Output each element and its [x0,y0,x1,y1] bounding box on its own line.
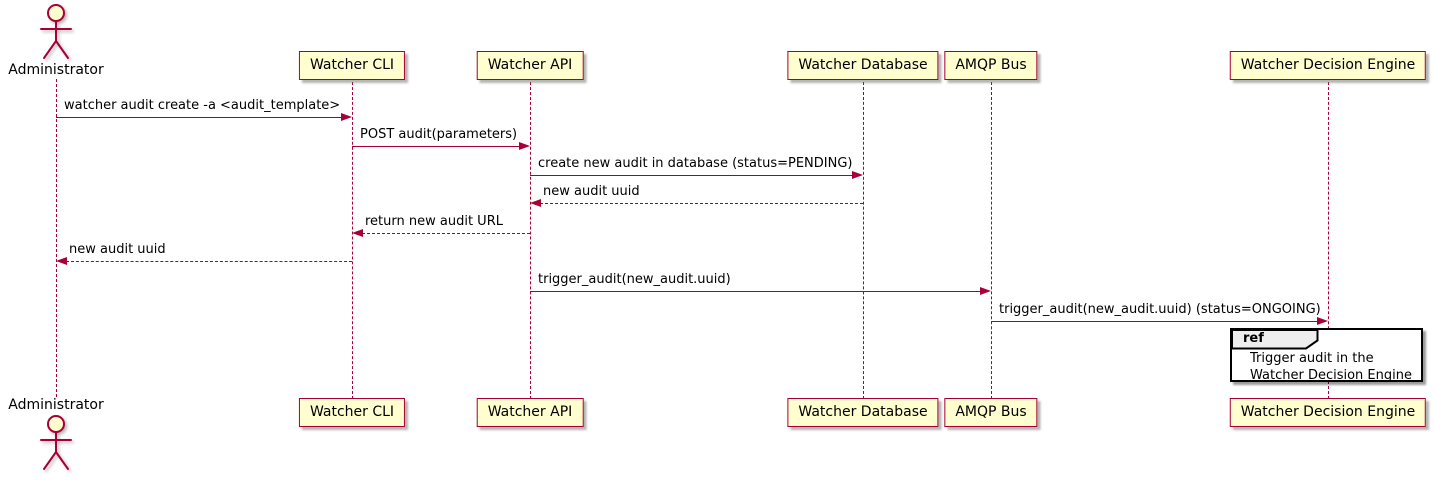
message-6-label: new audit uuid [69,242,166,257]
message-4-arrowhead-icon [530,199,541,207]
message-4-label: new audit uuid [543,184,640,199]
participant-box-watcher-cli-top: Watcher CLI [298,51,406,80]
actor-label-administrator-top: Administrator [8,62,104,78]
participant-box-watcher-database-top: Watcher Database [787,51,939,80]
ref-fragment: ref Trigger audit in the Watcher Decisio… [1230,328,1423,384]
message-1-arrowhead-icon [341,113,352,121]
participant-box-watcher-decision-engine-top: Watcher Decision Engine [1229,51,1427,80]
lifeline-watcher-cli [351,82,353,399]
participant-box-watcher-database-bottom: Watcher Database [787,398,939,427]
message-2-label: POST audit(parameters) [360,127,518,142]
lifeline-watcher-api [529,82,531,399]
message-5-arrowhead-icon [352,229,363,237]
message-2-line [352,146,520,147]
actor-label-administrator-bottom: Administrator [8,397,104,413]
message-8-arrowhead-icon [1317,317,1328,325]
participant-box-watcher-cli-bottom: Watcher CLI [298,398,406,427]
ref-tab-pentagon-icon [1231,329,1319,350]
participant-box-amqp-bus-top: AMQP Bus [944,51,1038,80]
ref-fragment-line: Watcher Decision Engine [1250,368,1412,383]
message-5-label: return new audit URL [365,214,503,229]
message-6-arrowhead-icon [56,257,67,265]
message-3-line [530,175,853,176]
message-7-arrowhead-icon [980,287,991,295]
actor-figure-administrator-top [31,3,81,67]
message-1-line [56,117,342,118]
message-3-label: create new audit in database (status=PEN… [538,156,853,171]
participant-box-amqp-bus-bottom: AMQP Bus [944,398,1038,427]
ref-keyword: ref [1243,331,1264,346]
message-7-label: trigger_audit(new_audit.uuid) [538,272,731,287]
lifeline-watcher-decision-engine [1327,82,1329,399]
ref-fragment-text: Trigger audit in the Watcher Decision En… [1250,350,1417,384]
message-6-line [66,261,352,262]
message-2-arrowhead-icon [519,142,530,150]
participant-box-watcher-api-bottom: Watcher API [476,398,584,427]
lifeline-administrator [55,79,57,397]
message-7-line [530,291,981,292]
actor-figure-administrator-bottom [31,414,81,478]
participant-box-watcher-api-top: Watcher API [476,51,584,80]
ref-fragment-line: Trigger audit in the [1250,351,1374,366]
message-1-label: watcher audit create -a <audit_template> [64,98,341,113]
lifeline-amqp-bus [990,82,992,399]
message-8-label: trigger_audit(new_audit.uuid) (status=ON… [999,302,1321,317]
message-8-line [991,321,1318,322]
message-5-line [362,233,530,234]
message-3-arrowhead-icon [852,171,863,179]
participant-box-watcher-decision-engine-bottom: Watcher Decision Engine [1229,398,1427,427]
lifeline-watcher-database [862,82,864,399]
message-4-line [540,203,863,204]
